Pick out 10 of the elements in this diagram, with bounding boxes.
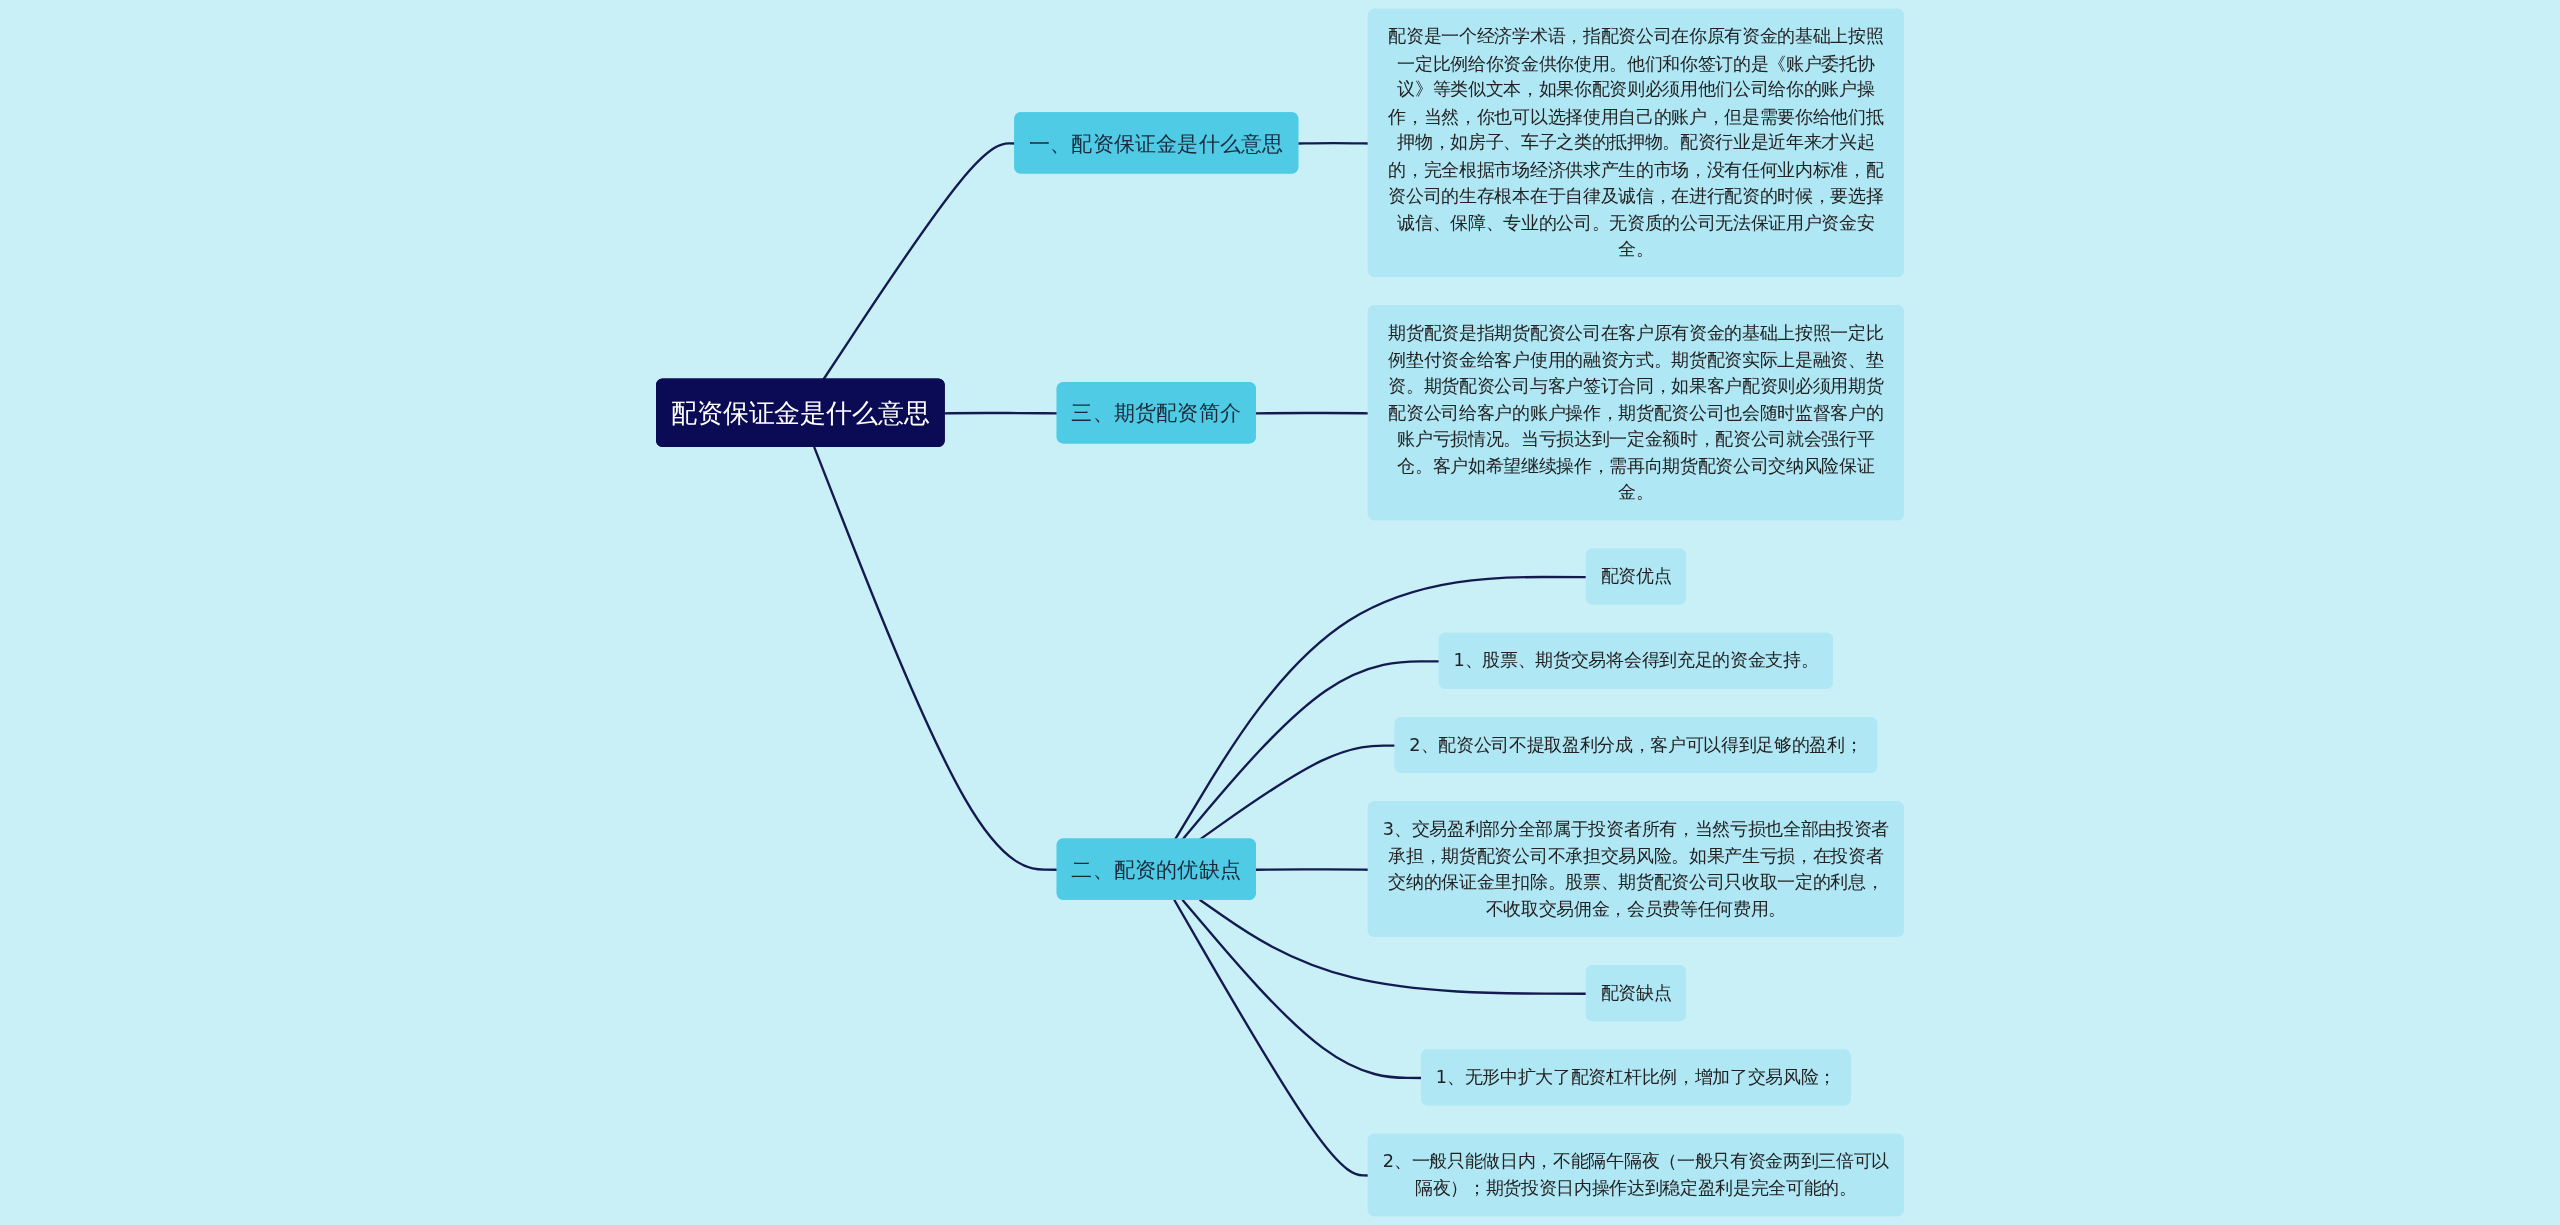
connector — [1173, 899, 1369, 1177]
connector — [813, 446, 1058, 871]
connector — [1298, 141, 1369, 145]
connector — [1174, 575, 1587, 841]
connector — [1181, 660, 1440, 841]
connector — [1255, 411, 1369, 415]
connector — [1199, 898, 1587, 995]
connector — [1255, 868, 1369, 871]
connector — [1199, 744, 1396, 841]
connector — [944, 411, 1058, 415]
